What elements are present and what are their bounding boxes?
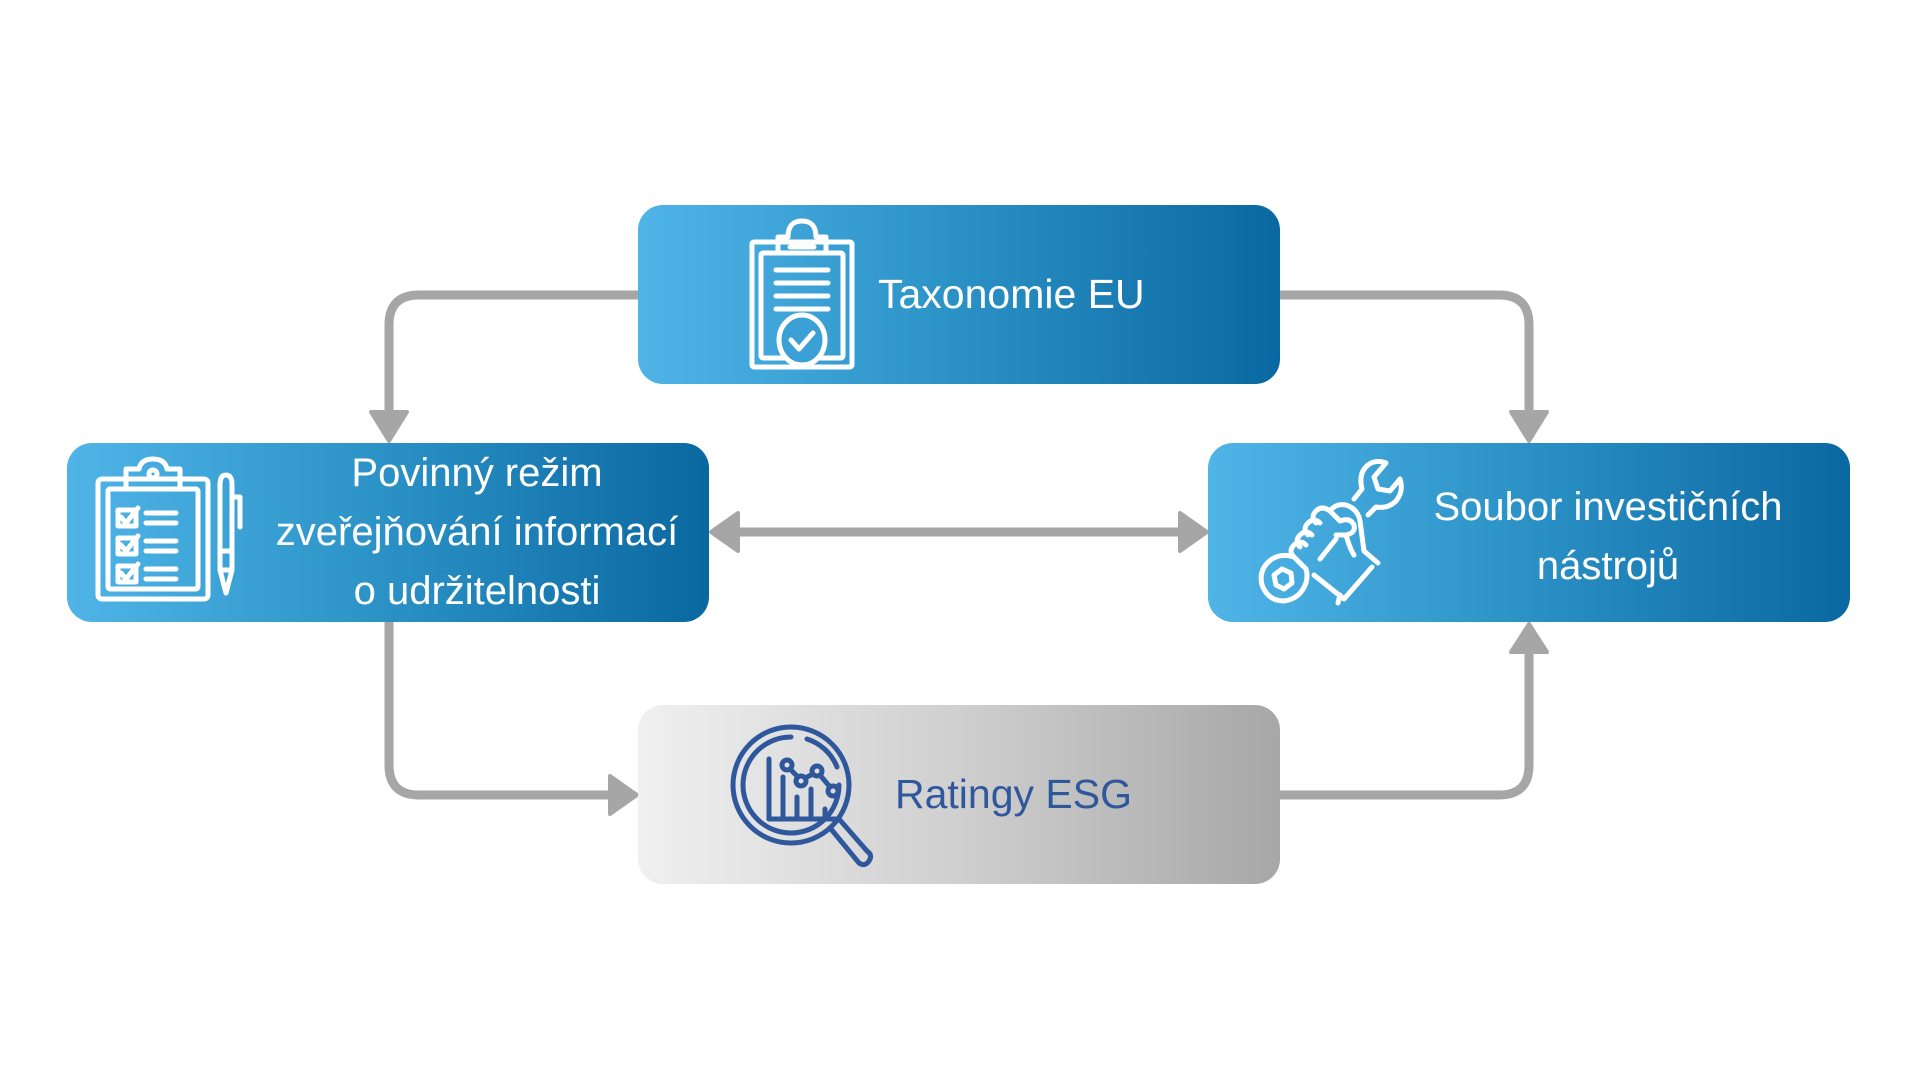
- node-disclosure-regime-line-3: o udržitelnosti: [353, 569, 601, 613]
- node-disclosure-regime-line-1: Povinný režim: [351, 451, 603, 495]
- connector-taxonomy-to-disclosure: [384, 290, 640, 412]
- clipboard-check-icon: [748, 217, 856, 371]
- node-taxonomy-eu: Taxonomie EU: [638, 205, 1280, 384]
- arrowhead-down-left: [369, 410, 409, 443]
- checklist-pen-icon: [94, 455, 246, 603]
- node-disclosure-regime-label: Povinný režim zveřejňování informací o u…: [252, 444, 702, 621]
- arrowhead-down-right: [1509, 410, 1549, 443]
- node-disclosure-regime: Povinný režim zveřejňování informací o u…: [67, 443, 709, 622]
- node-investment-toolbox-line-2: nástrojů: [1536, 544, 1680, 588]
- arrowhead-right-esg: [608, 774, 639, 816]
- connector-disclosure-to-esg: [384, 620, 610, 800]
- node-taxonomy-eu-label: Taxonomie EU: [878, 271, 1145, 317]
- arrowhead-right: [1178, 511, 1209, 553]
- node-esg-ratings-label: Ratingy ESG: [895, 771, 1132, 817]
- node-esg-ratings: Ratingy ESG: [638, 705, 1280, 884]
- node-investment-toolbox-label: Soubor investičních nástrojů: [1398, 478, 1818, 596]
- magnifier-chart-icon: [727, 721, 877, 871]
- connector-esg-to-toolbox: [1278, 652, 1534, 800]
- node-disclosure-regime-line-2: zveřejňování informací: [275, 510, 679, 554]
- node-investment-toolbox: Soubor investičních nástrojů: [1208, 443, 1850, 622]
- hand-wrench-icon: [1254, 459, 1406, 607]
- connector-taxonomy-to-toolbox: [1278, 290, 1534, 412]
- arrowhead-up-toolbox: [1509, 622, 1549, 654]
- node-investment-toolbox-line-1: Soubor investičních: [1433, 485, 1783, 529]
- arrowhead-left: [709, 511, 740, 553]
